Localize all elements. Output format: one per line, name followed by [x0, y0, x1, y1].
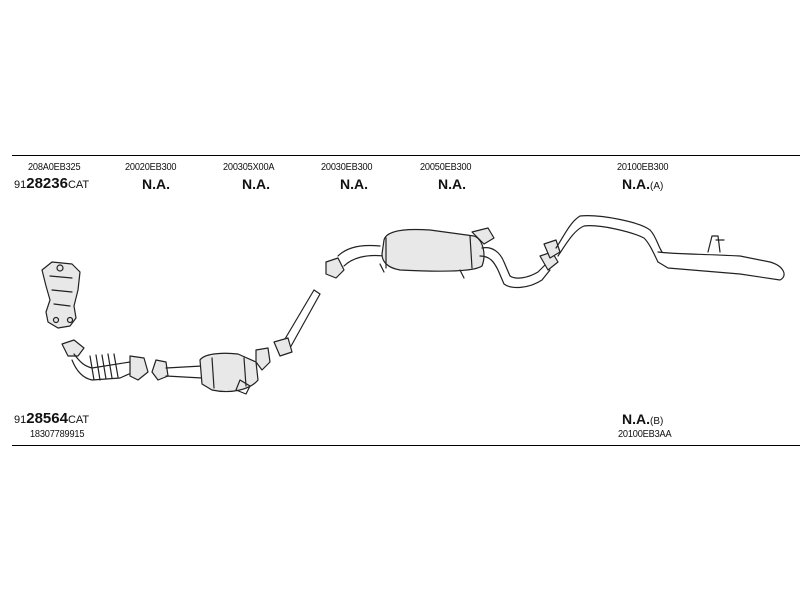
front-pipe-flex	[61, 339, 149, 381]
part-code-20050eb300: 20050EB300	[420, 162, 472, 173]
cat-prefix-bottom: 91	[14, 414, 27, 426]
mid-pipe	[479, 247, 559, 289]
intermediate-pipe	[273, 289, 321, 357]
cat-suffix-bottom: CAT	[67, 414, 90, 426]
part-code-20100eb3aa: 20100EB3AA	[618, 429, 672, 440]
top-divider-line	[12, 155, 800, 156]
cat-suffix-top: CAT	[67, 179, 90, 191]
variant-20100eb3aa: (B)	[650, 416, 664, 427]
status-20100eb3aa: N.A.(B)	[622, 412, 663, 427]
bottom-divider-line	[12, 445, 800, 446]
exhaust-manifold	[41, 261, 81, 329]
part-code-18307789915: 18307789915	[30, 429, 85, 440]
part-code-208a0eb325: 208A0EB325	[28, 162, 81, 173]
cat-number-top: 9128236CAT	[14, 176, 89, 191]
part-code-20100eb300: 20100EB300	[617, 162, 669, 173]
center-muffler	[325, 227, 495, 279]
cat-main-bottom: 28564	[26, 410, 68, 427]
status-20020eb300: N.A.	[142, 176, 170, 192]
status-20050eb300: N.A.	[438, 176, 466, 192]
status-text-20100eb300: N.A.	[622, 176, 650, 192]
cat-number-bottom: 9128564CAT	[14, 411, 89, 426]
part-code-200305x00a: 200305X00A	[223, 162, 275, 173]
status-20030eb300: N.A.	[340, 176, 368, 192]
cat-prefix-top: 91	[14, 179, 27, 191]
part-code-20020eb300: 20020EB300	[125, 162, 177, 173]
status-200305x00a: N.A.	[242, 176, 270, 192]
status-text-20100eb3aa: N.A.	[622, 411, 650, 427]
variant-20100eb300: (A)	[650, 181, 664, 192]
catalytic-converter	[151, 347, 271, 395]
cat-main-top: 28236	[26, 175, 68, 192]
part-code-20030eb300: 20030EB300	[321, 162, 373, 173]
status-20100eb300: N.A.(A)	[622, 177, 663, 192]
rear-tail-pipe	[543, 215, 785, 281]
